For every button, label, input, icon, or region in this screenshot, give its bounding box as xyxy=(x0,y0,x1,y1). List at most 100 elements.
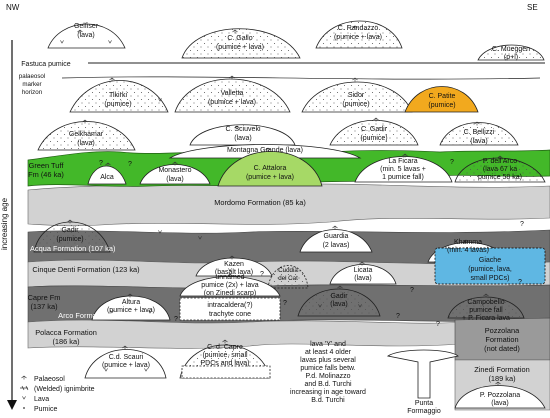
legend-pumice-icon xyxy=(23,407,25,409)
unit-monastero xyxy=(139,164,211,185)
label-scauri-1: C.d. Scauri xyxy=(109,354,144,361)
age-axis-arrow-icon xyxy=(7,400,17,410)
label-valletta-1: Valletta xyxy=(221,90,244,97)
legend: Palaeosol (Welded) ignimbrite Lava Pumic… xyxy=(20,375,95,413)
unit-tikirki xyxy=(69,80,169,113)
label-polacca-2: (186 ka) xyxy=(52,337,79,346)
label-gelkhamar-1: Gelkhamar xyxy=(69,131,104,138)
qmark-6: ? xyxy=(174,316,178,323)
unit-gadir-top xyxy=(329,119,419,146)
label-ficara-1: La Ficara xyxy=(388,158,417,165)
label-pozzolana-2: Formation xyxy=(485,335,518,344)
unit-gallo xyxy=(181,28,301,59)
label-sciuveki-2: (lava) xyxy=(234,135,252,142)
qmark-5: ? xyxy=(410,287,414,294)
label-lava-y-8: B.d. Turchi xyxy=(311,397,345,404)
label-randazzo-2: (pumice + lava) xyxy=(334,34,382,41)
label-licata-1: Licata xyxy=(354,267,373,274)
unit-labels: Gelfiser (lava) C. Gallo (pumice + lava)… xyxy=(19,23,530,415)
label-patite-2: (pumice) xyxy=(428,102,455,109)
unit-guardia xyxy=(299,229,373,253)
label-altura-1: Altura xyxy=(122,299,140,306)
age-axis-label: increasing age xyxy=(0,197,9,250)
unit-mueggen xyxy=(477,44,545,61)
label-lava-y-6: and B.d. Turchi xyxy=(304,381,352,388)
label-mueggen-2: (p+l) xyxy=(504,54,518,61)
unit-kazen xyxy=(195,257,273,277)
label-q-alca: ? xyxy=(99,160,103,167)
label-scauri-2: (pumice + lava) xyxy=(102,362,150,369)
label-punta-1: Punta xyxy=(415,400,433,407)
label-gallo-2: (pumice + lava) xyxy=(216,44,264,51)
label-sciuveki-1: C. Sciuveki xyxy=(225,126,260,133)
unit-intracaldera xyxy=(179,297,281,321)
unit-gelkhamar xyxy=(37,121,136,151)
unit-bellizzi xyxy=(439,122,519,146)
label-palaeosol-2: marker xyxy=(22,81,41,88)
unit-gelfiser xyxy=(47,23,126,49)
unit-gadir-low xyxy=(297,288,381,317)
unit-randazzo xyxy=(315,20,403,49)
qmark-9: ? xyxy=(520,221,524,228)
label-lava-y-3: lavas plus several xyxy=(300,357,356,364)
label-green-tuff-2: Fm (46 ka) xyxy=(28,170,64,179)
label-gadir-top-2: (pumice) xyxy=(360,135,387,142)
legend-palaeosol: Palaeosol xyxy=(34,376,65,383)
label-zinedi-1: Zinedi Formation xyxy=(474,365,529,374)
label-gadir-low-1: Gadir xyxy=(330,293,348,300)
unit-punta xyxy=(386,349,459,399)
label-gadir-top-1: C. Gadir xyxy=(361,126,388,133)
label-cuddia-2: del Cat xyxy=(278,275,298,282)
label-giache-2: (pumice, lava, xyxy=(468,266,512,273)
label-campobello-3: + P. Ficara lava xyxy=(462,315,510,322)
label-unnamed-3: (on Zinedi scarp) xyxy=(204,290,257,297)
label-tikirki-1: Tikirki xyxy=(109,92,127,99)
label-capre-fm-2: (137 ka) xyxy=(30,302,57,311)
label-gelkhamar-2: (lava) xyxy=(77,140,95,147)
label-gelfiser-1: Gelfiser xyxy=(74,23,99,30)
legend-pumice: Pumice xyxy=(34,406,57,413)
label-campobello-1: Campobello xyxy=(467,299,504,306)
volcanic-units xyxy=(33,20,546,409)
unit-capre-base xyxy=(181,365,271,379)
label-campobello-2: pumice fall xyxy=(469,307,503,314)
legend-ignimbrite-icon xyxy=(20,385,29,391)
unit-altura xyxy=(91,295,171,321)
label-sidor-2: (pumice) xyxy=(342,101,369,108)
label-guardia-2: (2 lavas) xyxy=(323,242,350,249)
unit-montagna xyxy=(168,144,362,159)
unit-patite xyxy=(404,86,479,113)
label-palaeosol-1: palaeosol xyxy=(19,73,46,80)
qmark-2: ? xyxy=(450,159,454,166)
label-cinque: Cinque Denti Formation (123 ka) xyxy=(32,265,139,274)
unit-licata xyxy=(329,264,397,285)
label-capre-3: PDCs and lava) xyxy=(200,360,249,367)
label-sidor-1: Sidor xyxy=(348,92,365,99)
label-arco-1: P. dell'Arco xyxy=(483,158,517,165)
label-fastuca: Fastuca pumice xyxy=(21,61,71,68)
label-giache-3: small PDCs) xyxy=(471,275,510,282)
axis: NW SE increasing age xyxy=(0,3,538,410)
label-lava-y-4: pumice falls betw. xyxy=(300,365,355,372)
palaeosol-line xyxy=(61,76,541,80)
label-kazen-2: (basalt lava) xyxy=(215,269,253,276)
label-ficara-2: (min. 5 lavas + xyxy=(380,166,426,173)
label-gallo-1: C. Gallo xyxy=(227,35,252,42)
label-capre-fm-1: Capre Fm xyxy=(28,293,61,302)
qmark-10: ? xyxy=(518,279,522,286)
label-green-tuff-1: Green Tuff xyxy=(29,161,65,170)
label-attalora-1: C. Attalora xyxy=(254,165,287,172)
label-monastero-2: (lava) xyxy=(166,176,184,183)
label-unnamed-1: unnamed xyxy=(215,274,244,281)
unit-unnamed xyxy=(179,276,281,297)
label-intracaldera-1: intracaldera(?) xyxy=(207,302,252,309)
label-arco-2: (lava 67 ka xyxy=(483,166,517,173)
label-punta-2: Formaggio xyxy=(407,408,441,415)
label-ficara-3: 1 pumice fall) xyxy=(382,174,424,181)
label-pozzolana-1: Pozzolana xyxy=(485,326,520,335)
unit-arco xyxy=(454,157,546,183)
unit-pozzolana-p xyxy=(454,385,546,409)
label-gelfiser-2: (lava) xyxy=(77,32,95,39)
label-licata-2: (lava) xyxy=(354,275,372,282)
unit-ficara xyxy=(354,156,453,183)
